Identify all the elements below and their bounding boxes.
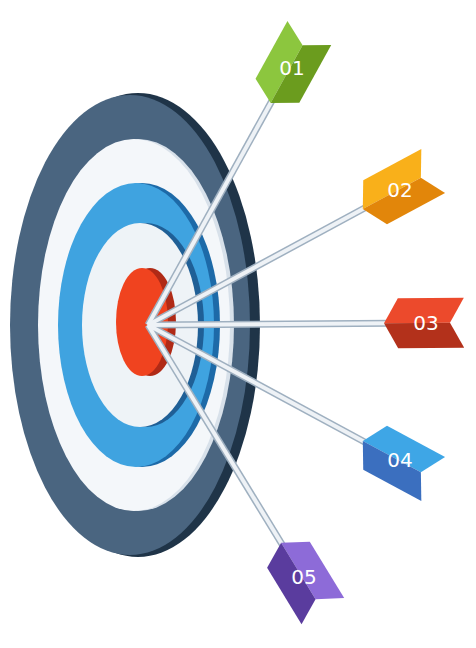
fletching-bottom — [271, 33, 332, 115]
arrow-shaft — [148, 325, 302, 577]
fletching-bottom — [260, 543, 323, 624]
arrow-shaft — [148, 323, 424, 325]
callout-number: 04 — [387, 448, 412, 472]
callout-number: 03 — [413, 311, 438, 335]
arrow-shaft — [148, 190, 398, 325]
callout-number: 02 — [387, 178, 412, 202]
callout-number: 01 — [279, 56, 304, 80]
arrow-fletching: 02 — [358, 165, 438, 215]
arrow-fletching: 05 — [262, 552, 342, 602]
arrow-shaft — [148, 325, 398, 460]
arrow-shaft-edge — [148, 325, 302, 577]
callout-number: 05 — [291, 565, 316, 589]
arrow-fletching: 01 — [250, 43, 330, 93]
arrow-shaft-edge — [148, 323, 424, 325]
arrow-fletching: 04 — [358, 435, 438, 485]
arrow-fletching: 03 — [384, 298, 464, 348]
arrow-shafts — [148, 68, 424, 577]
fletching-bottom — [351, 441, 433, 501]
fletching-bottom — [363, 171, 445, 231]
